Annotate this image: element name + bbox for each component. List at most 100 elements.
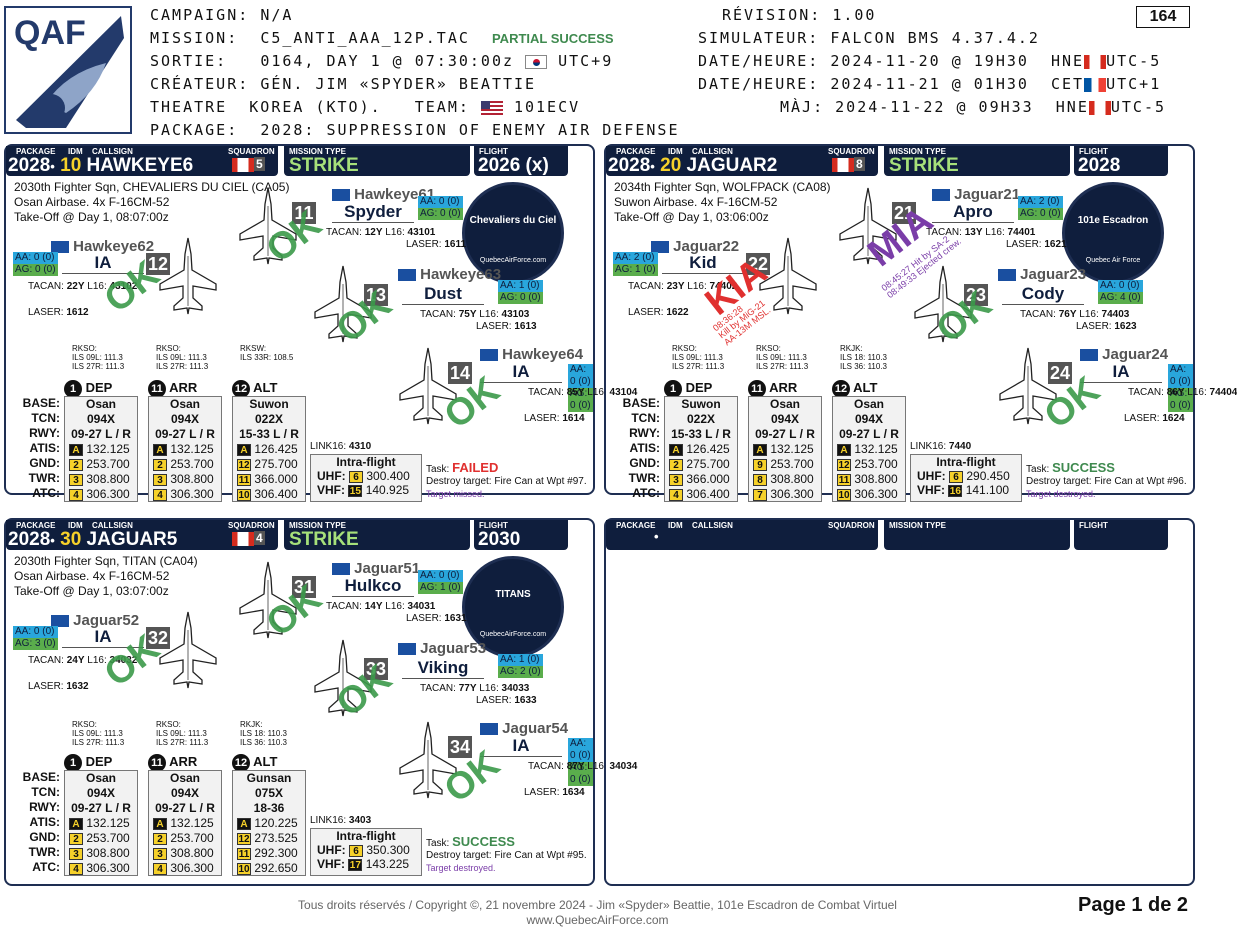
- task-info: Task: FAILED Destroy target: Fire Can at…: [426, 460, 587, 499]
- canada-flag-icon: [232, 531, 254, 546]
- nav-labels: BASE:TCN:RWY:ATIS:GND:TWR:ATC:: [622, 396, 660, 500]
- website-link[interactable]: www.QuebecAirForce.com: [526, 913, 669, 927]
- mission-status: PARTIAL SUCCESS: [491, 31, 614, 46]
- pilot-number: 11: [292, 202, 316, 224]
- squadron-info: 2030th Fighter Sqn, CHEVALIERS DU CIEL (…: [14, 180, 290, 194]
- flight-panel: PACKAGE IDM CALLSIGN SQUADRON 2028• 20 J…: [604, 144, 1237, 502]
- quebec-flag-icon: [51, 615, 69, 628]
- pilot-tacan: TACAN: 23Y L16: 74402: [628, 281, 738, 292]
- pilot-callsign: Jaguar54: [480, 720, 568, 737]
- f16-icon: [311, 264, 375, 349]
- flight-panel: PACKAGE IDM CALLSIGN SQUADRON 2028• 30 J…: [4, 518, 637, 886]
- pilot-name: IA: [1080, 362, 1162, 383]
- pilot-number: 24: [1048, 362, 1072, 384]
- intra-flight-box: Intra-flight UHF: 6 350.300 VHF: 17 143.…: [310, 828, 422, 876]
- copyright: Tous droits réservés / Copyright ©, 21 n…: [298, 898, 897, 912]
- pilot-name: Kid: [662, 253, 744, 274]
- f16-icon: [911, 264, 975, 349]
- pilot-tacan: TACAN: 76Y L16: 74403: [1020, 309, 1130, 320]
- pilot-laser: LASER: 1634: [524, 787, 585, 798]
- page-indicator: Page 1 de 2: [1078, 894, 1189, 916]
- pilot-score: AA: 0 (0)AG: 0 (0): [1168, 364, 1193, 412]
- pilot-tacan: TACAN: 86Y L16: 74404: [1128, 387, 1237, 398]
- pilot-tacan: TACAN: 14Y L16: 34031: [326, 601, 436, 612]
- link16-info: LINK16: 7440: [910, 441, 972, 452]
- pilot-name: IA: [480, 362, 562, 383]
- pilot-callsign: Jaguar52: [51, 612, 139, 629]
- revision-line: RÉVISION: 1.00: [722, 6, 877, 24]
- pilot-laser: LASER: 1621: [1006, 239, 1067, 250]
- pilot-number: 23: [964, 284, 988, 306]
- f16-icon: [236, 186, 300, 271]
- pilot-tacan: TACAN: 22Y L16: 43102: [28, 281, 138, 292]
- canada-flag-icon: [832, 157, 854, 172]
- pilot-name: Cody: [1002, 284, 1084, 305]
- pilot-number: 21: [892, 202, 916, 224]
- f16-icon: [756, 236, 820, 321]
- mission-type: STRIKE: [889, 155, 959, 176]
- airbase-info: Osan Airbase. 4x F-16CM-52: [14, 569, 170, 583]
- creator-line: CRÉATEUR: GÉN. JIM «SPYDER» BEATTIE: [150, 75, 537, 93]
- pilot-score: AA: 0 (0)AG: 0 (0): [568, 364, 593, 412]
- pilot-laser: LASER: 1624: [1124, 413, 1185, 424]
- pilot-tacan: TACAN: 24Y L16: 34032: [28, 655, 138, 666]
- pilot-score: AA: 2 (0)AG: 0 (0): [1018, 196, 1063, 220]
- airbase-info: Suwon Airbase. 4x F-16CM-52: [614, 195, 778, 209]
- intra-flight-box: Intra-flight UHF: 6 300.400 VHF: 15 140.…: [310, 454, 422, 502]
- pilot-score: AA: 0 (0)AG: 4 (0): [1098, 280, 1143, 304]
- f16-icon: [236, 560, 300, 645]
- quebec-flag-icon: [332, 563, 350, 576]
- nav-labels: BASE:TCN:RWY:ATIS:GND:TWR:ATC:: [22, 396, 60, 500]
- nav-arr-title: 11 ARR: [148, 754, 197, 772]
- usa-flag-icon: [480, 100, 503, 115]
- quebec-flag-icon: [51, 241, 69, 254]
- pilot-callsign: Jaguar51: [332, 560, 420, 577]
- pilot-number: 12: [146, 253, 170, 275]
- canada-flag-icon: [1088, 100, 1111, 115]
- nav-arr-title: 11 ARR: [748, 380, 797, 398]
- pilot-score: AA: 0 (0)AG: 0 (0): [568, 738, 593, 786]
- mission-line: MISSION: C5_ANTI_AAA_12P.TAC PARTIAL SUC…: [150, 29, 614, 47]
- quebec-flag-icon: [932, 189, 950, 202]
- f16-icon: [996, 346, 1060, 431]
- pilot-callsign: Jaguar22: [651, 238, 739, 255]
- pilot-score: AA: 1 (0)AG: 0 (0): [498, 280, 543, 304]
- quebec-flag-icon: [480, 349, 498, 362]
- pilot-name: Viking: [402, 658, 484, 679]
- pilot-number: 33: [364, 658, 388, 680]
- campaign-line: CAMPAIGN: N/A: [150, 6, 294, 24]
- quebec-flag-icon: [332, 189, 350, 202]
- link16-info: LINK16: 3403: [310, 815, 372, 826]
- pilot-number: 14: [448, 362, 472, 384]
- pilot-callsign: Hawkeye61: [332, 186, 435, 203]
- flight-callsign-header: PACKAGE IDM CALLSIGN SQUADRON 2028• 10 H…: [6, 146, 278, 176]
- pilot-tacan: TACAN: 85Y L16: 43104: [528, 387, 638, 398]
- quebec-flag-icon: [398, 269, 416, 282]
- france-flag-icon: [1084, 77, 1107, 92]
- mission-type: STRIKE: [289, 155, 359, 176]
- sortie-line: SORTIE: 0164, DAY 1 @ 07:30:00z UTC+9: [150, 52, 614, 70]
- flight-callsign-header: PACKAGE IDM CALLSIGN SQUADRON 2028• 30 J…: [6, 520, 278, 550]
- pilot-tacan: TACAN: 12Y L16: 43101: [326, 227, 436, 238]
- takeoff-info: Take-Off @ Day 1, 03:06:00z: [614, 210, 769, 224]
- theatre-line: THEATRE KOREA (KTO). TEAM: 101ECV: [150, 98, 581, 116]
- link16-info: LINK16: 4310: [310, 441, 372, 452]
- pilot-name: IA: [62, 627, 144, 648]
- pilot-score: AA: 1 (0)AG: 2 (0): [498, 654, 543, 678]
- pilot-score: AA: 2 (0)AG: 1 (0): [613, 252, 658, 276]
- svg-text:QAF: QAF: [14, 14, 86, 52]
- flight-panel: PACKAGE IDM CALLSIGN SQUADRON 2028• 10 H…: [4, 144, 637, 502]
- ils-info: RKSW:ILS 33R: 108.5: [240, 344, 294, 362]
- takeoff-info: Take-Off @ Day 1, 08:07:00z: [14, 210, 169, 224]
- quebec-flag-icon: [651, 241, 669, 254]
- pilot-name: IA: [62, 253, 144, 274]
- pilot-number: 13: [364, 284, 388, 306]
